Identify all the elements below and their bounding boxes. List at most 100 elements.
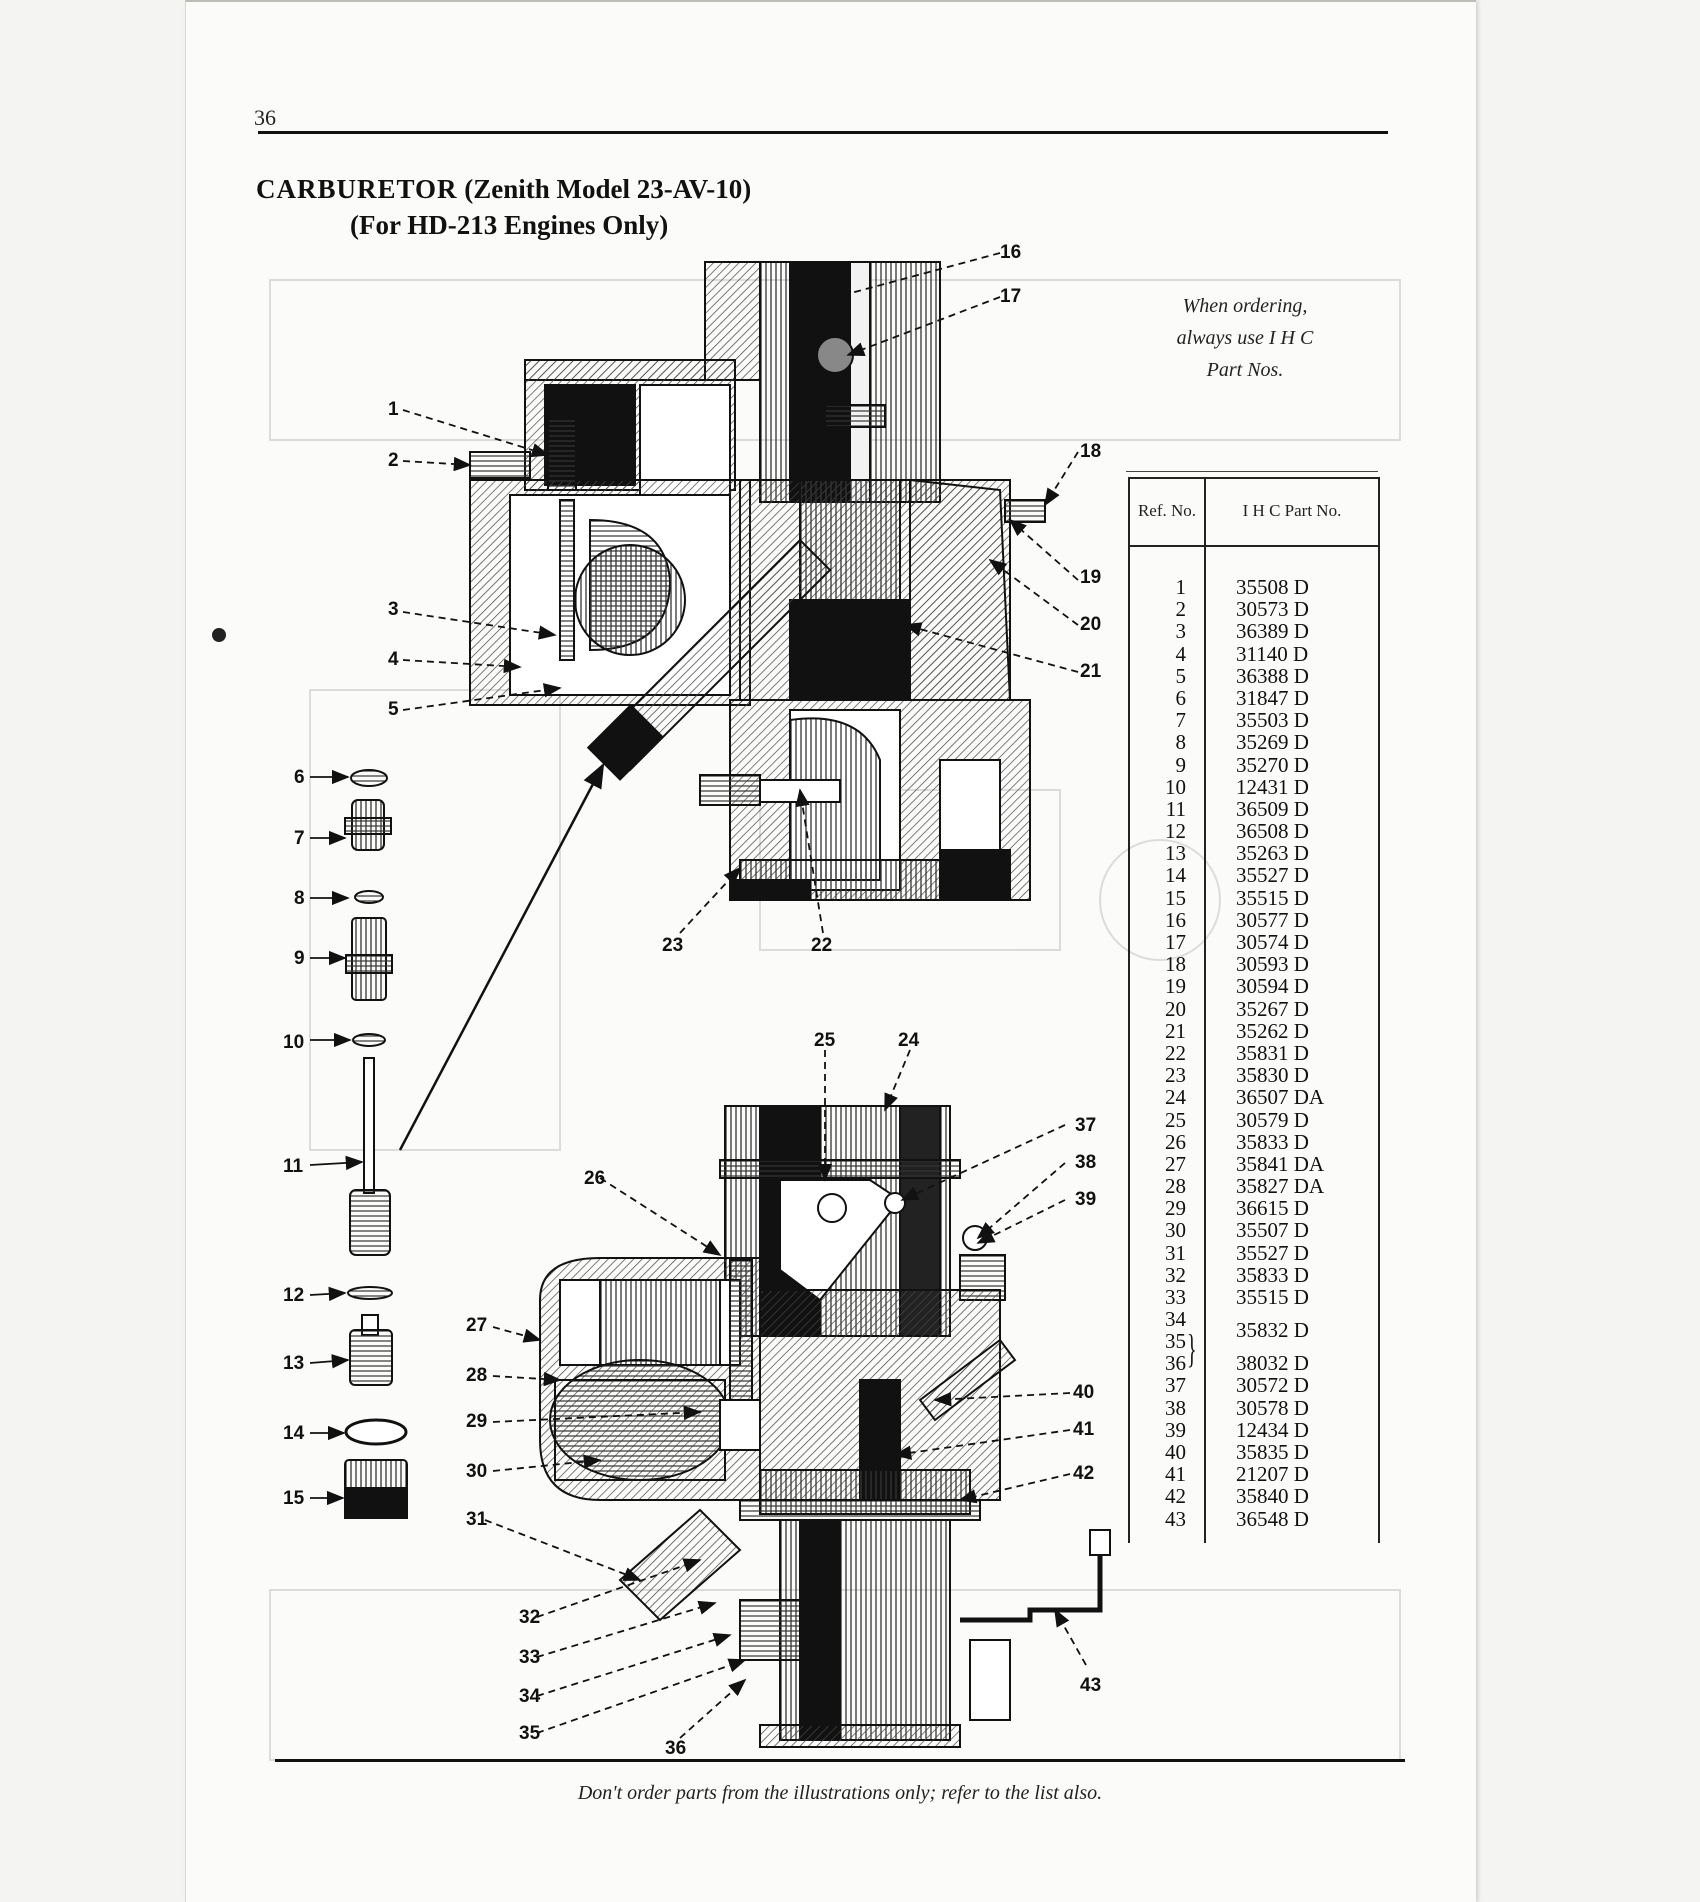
ihc-part-number: 12434 D: [1236, 1417, 1309, 1442]
callout-2: 2: [388, 450, 399, 471]
ihc-part-number: 36508 D: [1236, 819, 1309, 844]
callout-22: 22: [811, 935, 833, 956]
ihc-part-number: 35503 D: [1236, 708, 1309, 733]
header-ref-no: Ref. No.: [1137, 501, 1197, 520]
ref-number: 20: [1165, 996, 1186, 1021]
callout-29: 29: [466, 1411, 488, 1432]
ref-number: 5: [1175, 663, 1187, 688]
callout-26: 26: [584, 1168, 606, 1189]
binder-hole: [212, 628, 226, 642]
ref-number: 4: [1175, 641, 1187, 666]
callout-3: 3: [388, 599, 399, 620]
callout-35: 35: [519, 1723, 541, 1744]
ihc-part-number: 30573 D: [1236, 597, 1309, 622]
ihc-part-number: 31140 D: [1236, 641, 1309, 666]
ihc-part-number: 35840 D: [1236, 1484, 1309, 1509]
ihc-part-number: 30572 D: [1236, 1373, 1309, 1398]
ref-number: 9: [1175, 752, 1187, 777]
ref-number: 39: [1165, 1417, 1186, 1442]
ref-number: 22: [1165, 1040, 1186, 1065]
ref-number: 13: [1165, 841, 1186, 866]
ihc-part-number: 35841 DA: [1236, 1151, 1325, 1176]
callout-39: 39: [1075, 1189, 1097, 1210]
table-row: 39 12434 D: [1130, 1419, 1378, 1441]
ref-number: 23: [1165, 1063, 1186, 1088]
callout-8: 8: [294, 888, 305, 909]
callout-1: 1: [388, 399, 399, 420]
column-divider: [1204, 479, 1206, 1543]
ref-number: 2: [1175, 597, 1187, 622]
callout-30: 30: [466, 1461, 488, 1482]
ihc-part-number: 30593 D: [1236, 952, 1309, 977]
ihc-part-number: 35515 D: [1236, 1285, 1309, 1309]
callout-28: 28: [466, 1365, 488, 1386]
footer-note: Don't order parts from the illustrations…: [577, 1782, 1103, 1804]
ref-number: 3: [1175, 619, 1187, 644]
callout-21: 21: [1080, 661, 1102, 682]
leader-lines: [402, 252, 1087, 1739]
callout-11: 11: [283, 1156, 304, 1177]
ref-number: 41: [1165, 1462, 1186, 1487]
callout-37: 37: [1075, 1115, 1097, 1136]
ihc-part-number: 35830 D: [1236, 1063, 1309, 1088]
ref-number: 8: [1175, 730, 1187, 755]
ref-number: 43: [1165, 1506, 1186, 1531]
ihc-part-number: 36509 D: [1236, 796, 1309, 821]
table-row: 20 35267 D: [1130, 998, 1378, 1020]
callout-38: 38: [1075, 1152, 1097, 1173]
callout-25: 25: [814, 1030, 836, 1051]
ihc-part-number: 36615 D: [1236, 1196, 1309, 1221]
ref-number: 12: [1165, 819, 1186, 844]
ihc-part-number: 36507 DA: [1236, 1085, 1325, 1110]
ref-number: 18: [1165, 952, 1186, 977]
top-rule: [258, 131, 1388, 134]
ihc-part-number: 35833 D: [1236, 1129, 1309, 1154]
ihc-part-number: 35270 D: [1236, 752, 1309, 777]
callout-31: 31: [466, 1509, 488, 1530]
table-row: 18 30593 D: [1130, 953, 1378, 975]
ihc-part-number: 35833 D: [1236, 1262, 1309, 1287]
ref-number: 21: [1165, 1018, 1186, 1043]
callout-9: 9: [294, 948, 305, 969]
ihc-part-number: 35835 D: [1236, 1439, 1309, 1464]
callout-16: 16: [1000, 242, 1022, 263]
callout-10: 10: [283, 1032, 305, 1053]
callout-23: 23: [662, 935, 684, 956]
table-row: 4 31140 D: [1130, 643, 1378, 665]
bottom-rule: [275, 1759, 1405, 1762]
ihc-part-number: 35267 D: [1236, 996, 1309, 1021]
callout-34: 34: [519, 1686, 541, 1707]
ref-number: 34: [1165, 1307, 1186, 1332]
callout-15: 15: [283, 1488, 305, 1509]
callout-7: 7: [294, 828, 305, 849]
ref-number: 31: [1165, 1240, 1186, 1265]
ihc-part-number: 35508 D: [1236, 575, 1309, 599]
callout-32: 32: [519, 1607, 541, 1628]
ref-number: 29: [1165, 1196, 1186, 1221]
ref-number: 6: [1175, 685, 1187, 710]
callout-6: 6: [294, 767, 305, 788]
ihc-part-number: 30577 D: [1236, 907, 1309, 932]
callout-13: 13: [283, 1353, 305, 1374]
callout-5: 5: [388, 699, 399, 720]
callout-20: 20: [1080, 614, 1102, 635]
table-row: 23 35830 D: [1130, 1064, 1378, 1086]
callout-27: 27: [466, 1315, 488, 1336]
title-main: CARBURETOR: [256, 174, 458, 204]
